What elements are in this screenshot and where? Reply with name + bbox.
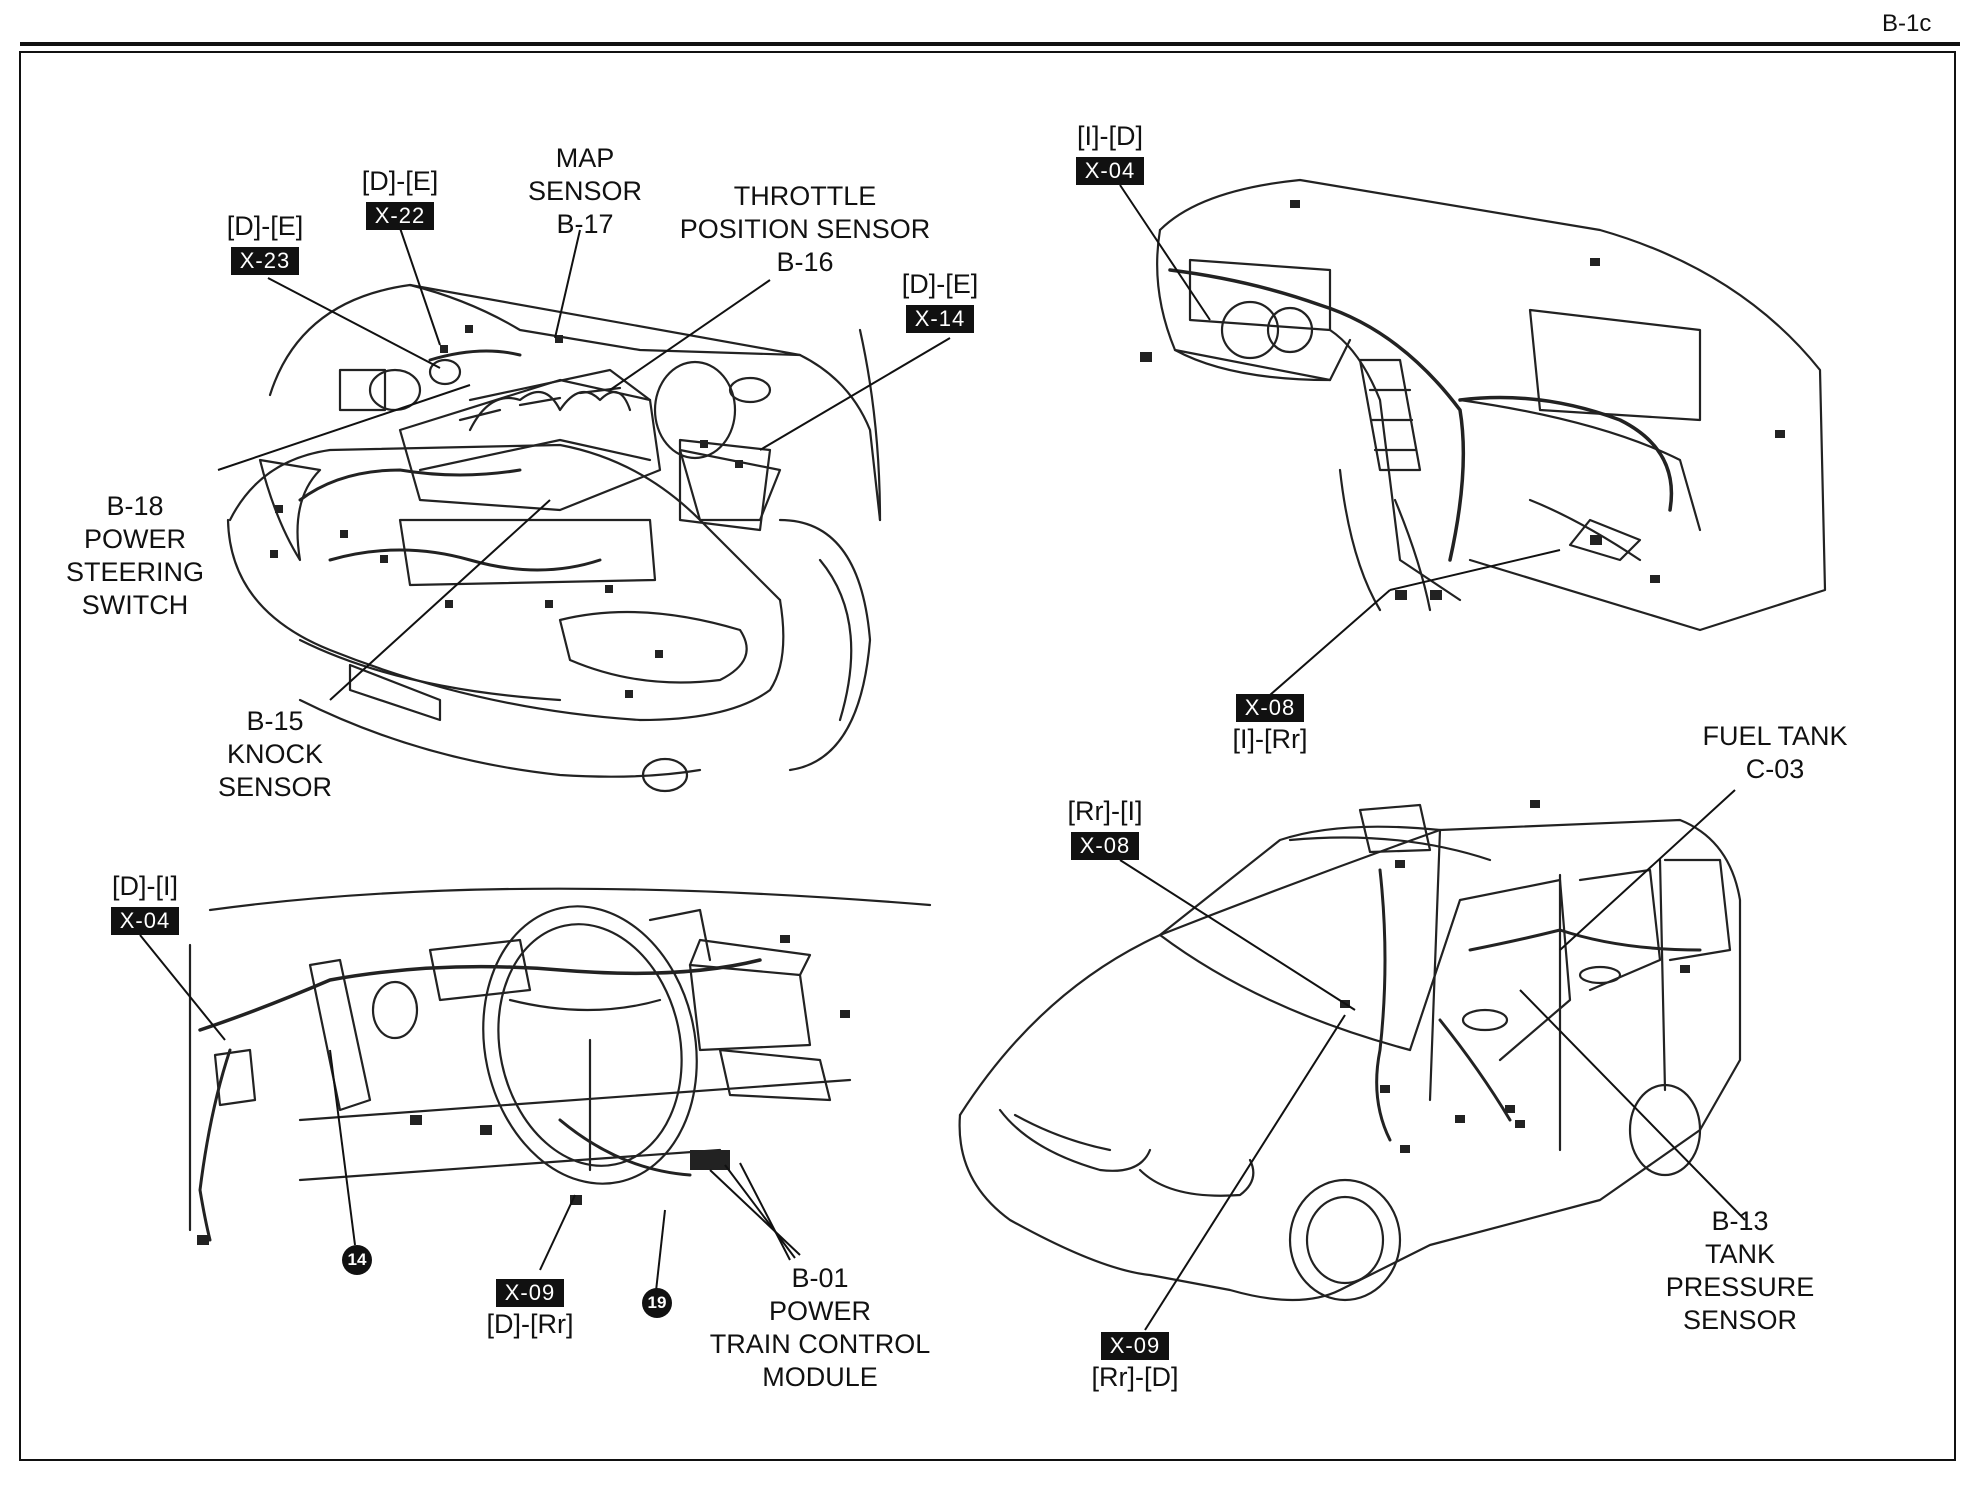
label-power-steering-switch: B-18 POWER STEERING SWITCH (60, 490, 210, 622)
label-front-x09: X-09 [D]-[Rr] (470, 1275, 590, 1341)
tank-pressure-code: B-13 (1711, 1206, 1769, 1236)
power-steering-line3: STEERING (65, 557, 205, 587)
dash-x08-connector-code: X-08 (1235, 694, 1305, 722)
label-front-x04: [D]-[I] X-04 (90, 870, 200, 936)
ground-point-19: 19 (642, 1288, 672, 1318)
label-vehicle-x09: X-09 [Rr]-[D] (1075, 1328, 1195, 1394)
label-dash-x08: X-08 [I]-[Rr] (1210, 690, 1330, 756)
label-x23: [D]-[E] X-23 (210, 210, 320, 276)
throttle-line2: POSITION SENSOR (679, 214, 931, 244)
label-power-train-control-module: B-01 POWER TRAIN CONTROL MODULE (700, 1262, 940, 1394)
front-x04-location: [D]-[I] (112, 871, 178, 901)
power-steering-line2: POWER (83, 524, 186, 554)
dashboard-rear-illustration (1156, 178, 1827, 632)
dash-x08-location: [I]-[Rr] (1232, 724, 1308, 754)
fuel-tank-code: C-03 (1745, 754, 1805, 784)
dashboard-front-connectors (197, 935, 850, 1245)
label-throttle-position-sensor: THROTTLE POSITION SENSOR B-16 (660, 180, 950, 279)
label-x14: [D]-[E] X-14 (885, 268, 995, 334)
label-fuel-tank: FUEL TANK C-03 (1690, 720, 1860, 786)
front-x09-location: [D]-[Rr] (486, 1309, 574, 1339)
label-map-sensor: MAP SENSOR B-17 (510, 142, 660, 241)
dashboard-front-illustration (188, 887, 932, 1242)
x23-location: [D]-[E] (226, 211, 304, 241)
pcm-line2: POWER (768, 1296, 871, 1326)
map-sensor-code: B-17 (556, 209, 614, 239)
front-x04-connector-code: X-04 (110, 907, 180, 935)
label-dash-x04: [I]-[D] X-04 (1055, 120, 1165, 186)
front-x09-connector-code: X-09 (495, 1279, 565, 1307)
vehicle-x09-connector-code: X-09 (1100, 1332, 1170, 1360)
engine-leader-lines (217, 227, 951, 701)
x23-connector-code: X-23 (230, 247, 300, 275)
engine-connector-dots (270, 325, 743, 698)
engine-bay-illustration (226, 283, 882, 793)
pcm-code: B-01 (791, 1263, 849, 1293)
dash-x04-connector-code: X-04 (1075, 157, 1145, 185)
x14-location: [D]-[E] (901, 269, 979, 299)
knock-sensor-line2: KNOCK (226, 739, 324, 769)
ground-point-14: 14 (342, 1245, 372, 1275)
knock-sensor-code: B-15 (246, 706, 304, 736)
tank-pressure-line2: TANK (1704, 1239, 1775, 1269)
pcm-line4: MODULE (762, 1362, 878, 1392)
page-code: B-1c (1882, 10, 1932, 37)
vehicle-illustration (958, 803, 1742, 1302)
pcm-line3: TRAIN CONTROL (709, 1329, 931, 1359)
power-steering-line4: SWITCH (81, 590, 189, 620)
power-steering-code: B-18 (106, 491, 164, 521)
vehicle-x08-location: [Rr]-[I] (1067, 796, 1143, 826)
page-border (19, 51, 1956, 1461)
throttle-line1: THROTTLE (733, 181, 877, 211)
dashboard-rear-leader-lines (1119, 184, 1561, 696)
dashboard-front-leader-lines (139, 934, 801, 1301)
dash-x04-location: [I]-[D] (1077, 121, 1143, 151)
label-knock-sensor: B-15 KNOCK SENSOR (205, 705, 345, 804)
tank-pressure-line3: PRESSURE (1665, 1272, 1815, 1302)
x22-location: [D]-[E] (361, 166, 439, 196)
label-x22: [D]-[E] X-22 (345, 165, 455, 231)
fuel-tank-line1: FUEL TANK (1702, 721, 1848, 751)
tank-pressure-line4: SENSOR (1682, 1305, 1798, 1335)
map-sensor-line1: MAP (555, 143, 615, 173)
vehicle-x09-location: [Rr]-[D] (1091, 1362, 1179, 1392)
label-vehicle-x08: [Rr]-[I] X-08 (1045, 795, 1165, 861)
label-tank-pressure-sensor: B-13 TANK PRESSURE SENSOR (1640, 1205, 1840, 1337)
x14-connector-code: X-14 (905, 305, 975, 333)
knock-sensor-line3: SENSOR (217, 772, 333, 802)
x22-connector-code: X-22 (365, 202, 435, 230)
map-sensor-line2: SENSOR (527, 176, 643, 206)
vehicle-x08-connector-code: X-08 (1070, 832, 1140, 860)
dashboard-rear-connectors (1140, 200, 1785, 600)
vehicle-leader-lines (1119, 789, 1746, 1331)
throttle-code: B-16 (776, 247, 834, 277)
